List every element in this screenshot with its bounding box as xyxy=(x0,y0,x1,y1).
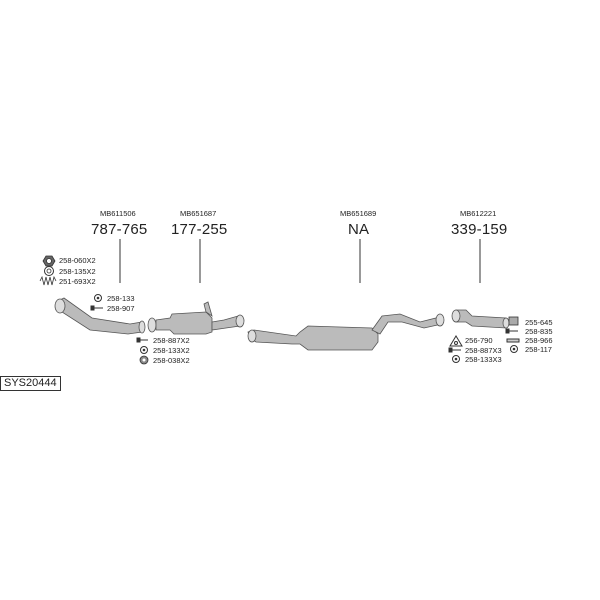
label-b2: 258-907 xyxy=(107,304,135,313)
label-b1: 258-133 xyxy=(107,294,135,303)
spring-icon xyxy=(39,275,57,286)
label-a3: 251-693X2 xyxy=(59,277,96,286)
centre-silencer xyxy=(147,301,245,335)
label-c3: 258-038X2 xyxy=(153,356,190,365)
middle-silencer xyxy=(247,313,445,351)
oe-number-4: MB612221 xyxy=(460,209,497,218)
pin-icon xyxy=(506,338,520,343)
nut-icon xyxy=(42,255,56,267)
label-e2: 258-835 xyxy=(525,327,553,336)
bolt-icon-4 xyxy=(505,328,518,334)
clamp-icon xyxy=(508,316,519,326)
oe-number-1: MB611506 xyxy=(100,209,136,218)
gasket-icon-2 xyxy=(140,346,148,354)
label-d3: 258-133X3 xyxy=(465,355,502,364)
flange-icon xyxy=(449,335,463,347)
label-d2: 258-887X3 xyxy=(465,346,502,355)
label-d1: 256-790 xyxy=(465,336,493,345)
bolt-icon-2 xyxy=(136,337,148,343)
label-e1: 255-645 xyxy=(525,318,553,327)
label-e3: 258-966 xyxy=(525,336,553,345)
rubber-mount-icon xyxy=(139,355,149,365)
washer-icon xyxy=(44,266,54,276)
part-number-4: 339-159 xyxy=(451,221,508,238)
label-a1: 258-060X2 xyxy=(59,256,96,265)
tail-pipe xyxy=(451,309,510,329)
oe-number-2: MB651687 xyxy=(180,209,217,218)
bolt-icon-3 xyxy=(448,347,461,353)
gasket-icon-3 xyxy=(452,355,460,363)
gasket-icon-4 xyxy=(510,345,518,353)
label-e4: 258-117 xyxy=(525,345,552,354)
gasket-icon xyxy=(94,294,102,302)
part-number-3: NA xyxy=(348,221,370,238)
front-pipe xyxy=(54,297,146,335)
part-number-1: 787-765 xyxy=(91,221,148,238)
label-c1: 258-887X2 xyxy=(153,336,190,345)
label-c2: 258-133X2 xyxy=(153,346,190,355)
label-a2: 258-135X2 xyxy=(59,267,96,276)
part-number-2: 177-255 xyxy=(171,221,228,238)
system-code-label: SYS20444 xyxy=(0,376,61,391)
oe-number-3: MB651689 xyxy=(340,209,377,218)
bolt-icon xyxy=(90,305,103,311)
